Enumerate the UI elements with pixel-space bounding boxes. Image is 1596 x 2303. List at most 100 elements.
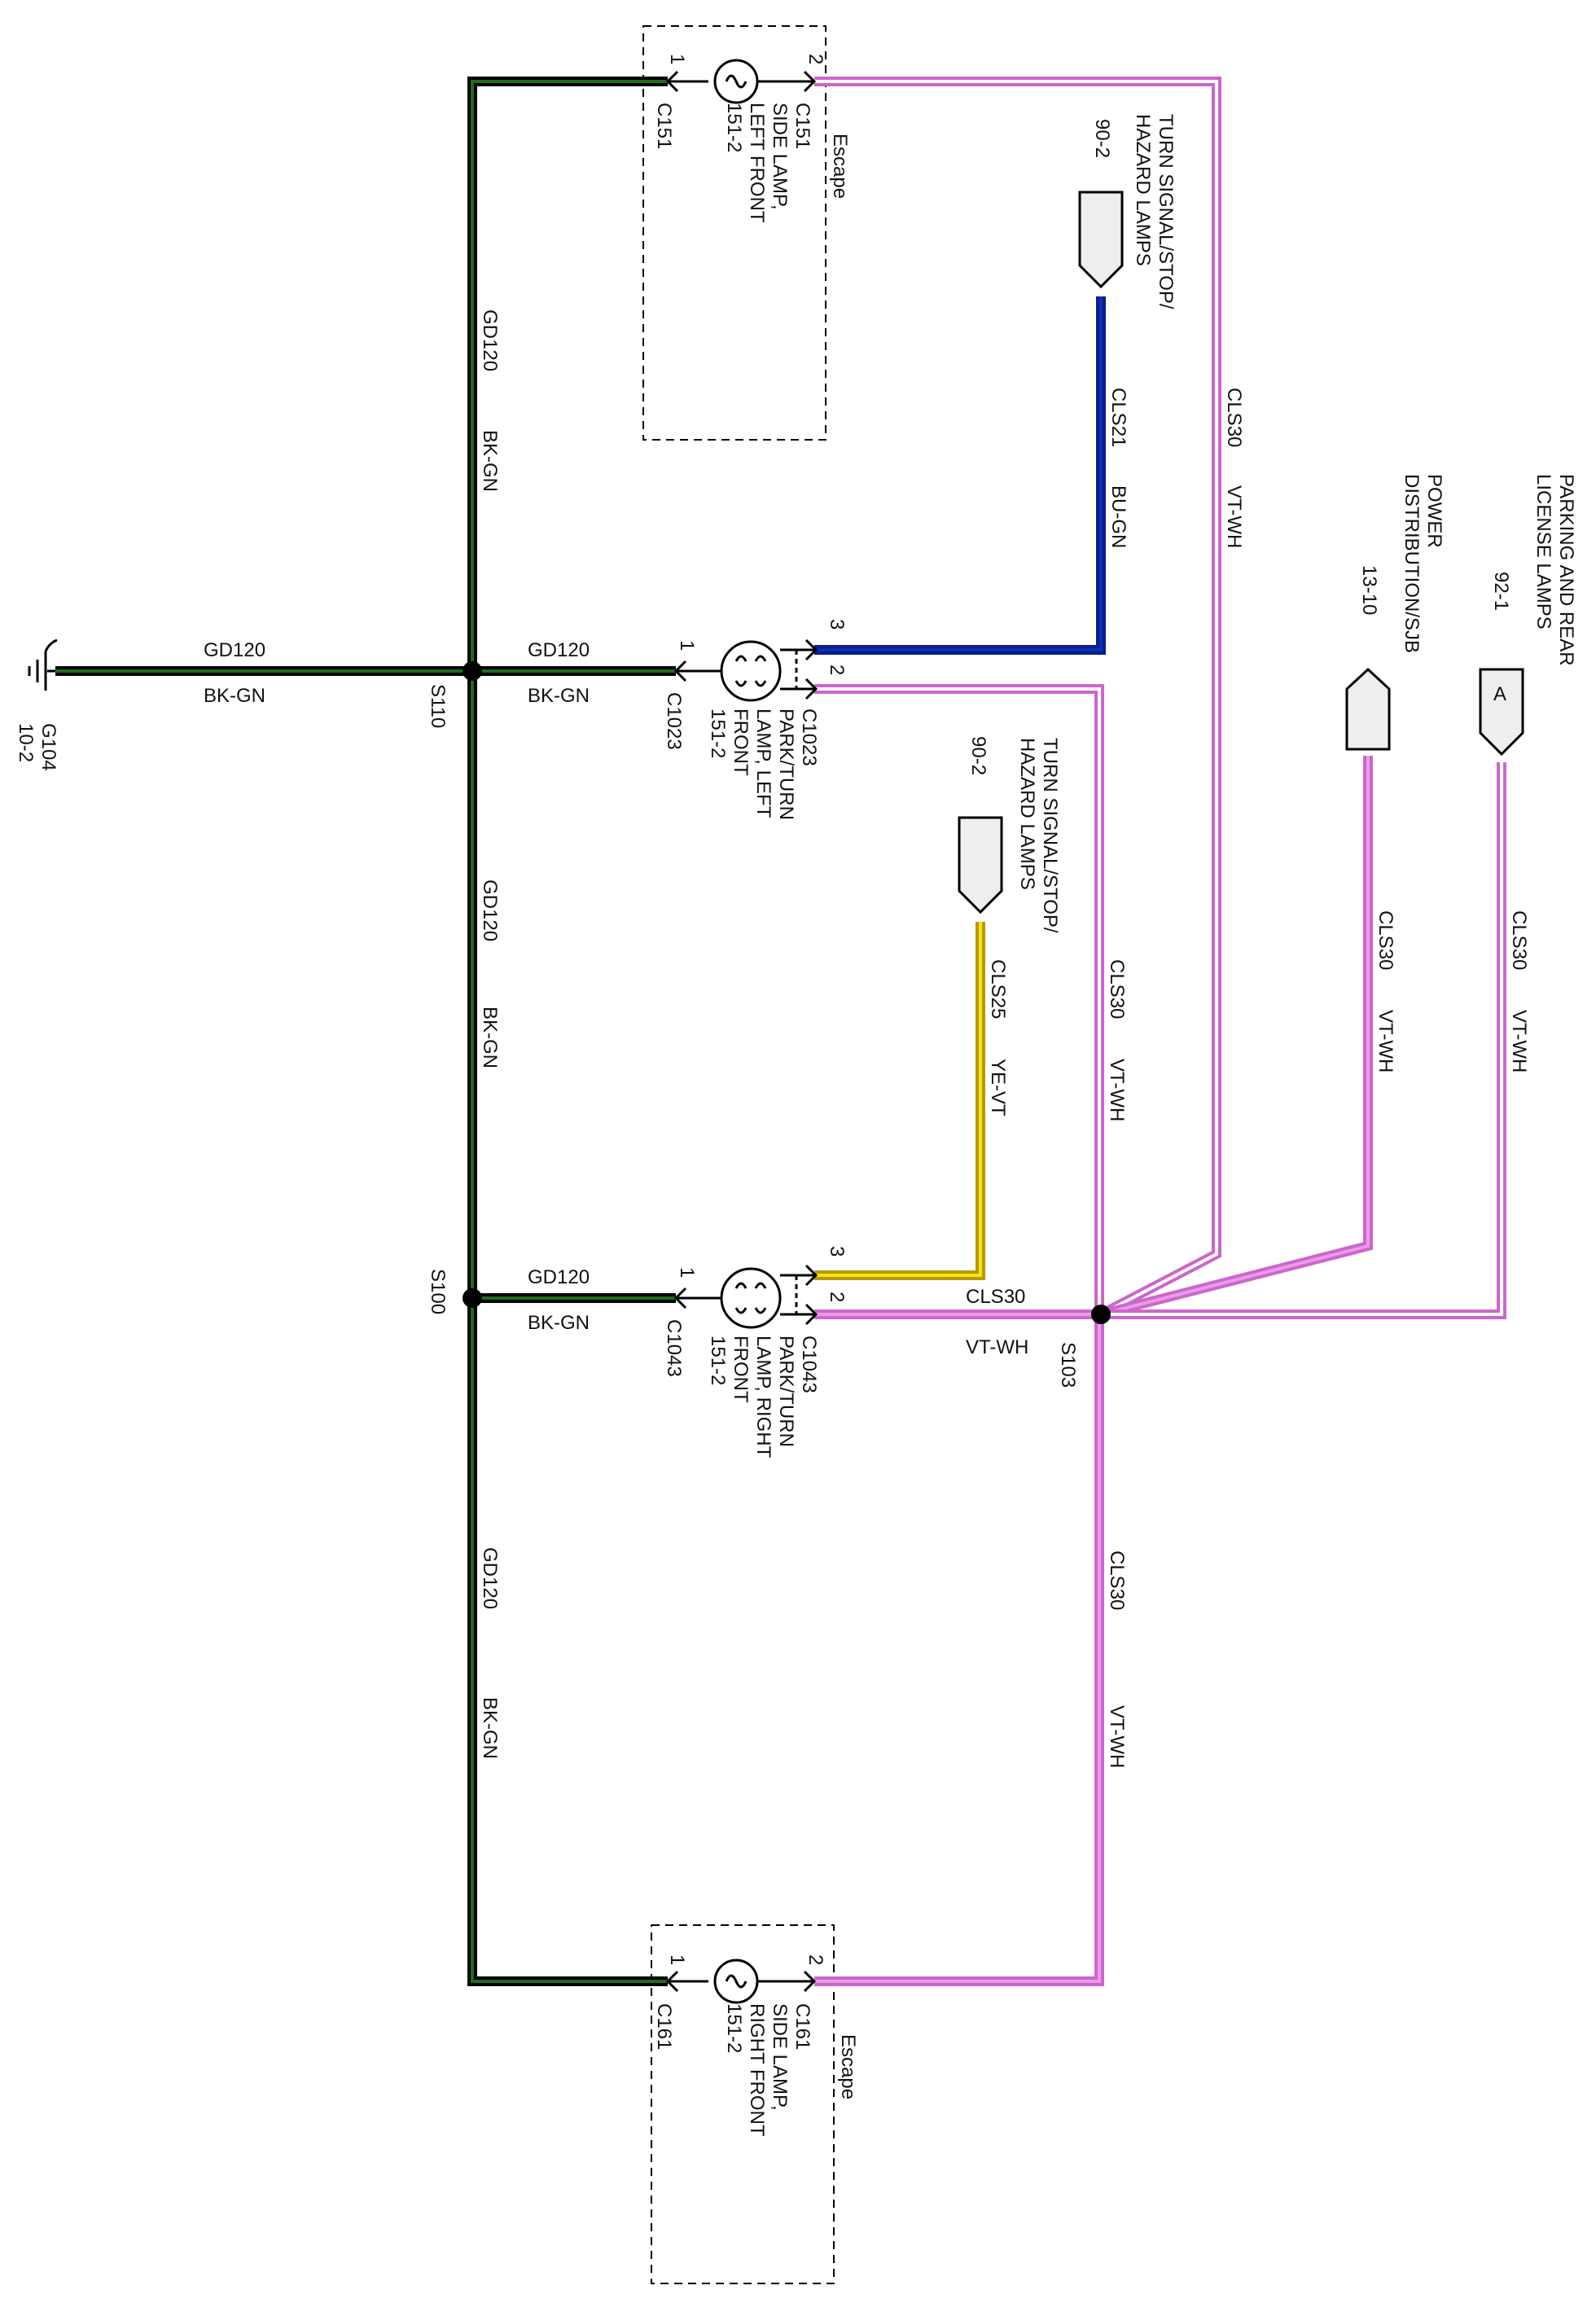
park-turn-rf-line1: PARK/TURN: [775, 1336, 797, 1447]
power-dist-line1: POWER: [1423, 474, 1445, 548]
turn-signal-2-line1: TURN SIGNAL/STOP/: [1039, 738, 1061, 933]
connector-c161-b: C161: [791, 2003, 813, 2050]
pin-c1043-2: 2: [826, 1292, 848, 1302]
parking-rear-letter: A: [1493, 683, 1506, 705]
offpage-power-dist[interactable]: [1345, 667, 1391, 751]
side-lamp-lf-line2: LEFT FRONT: [746, 103, 768, 223]
wire-label-bugn: BU-GN: [1107, 485, 1129, 548]
wire-label-yevt: YE-VT: [987, 1059, 1009, 1116]
wire-label-cls30-v4: CLS30: [1375, 910, 1396, 970]
splice-s100: [463, 1288, 482, 1308]
park-turn-rf-line3: FRONT: [730, 1336, 752, 1403]
connector-c1043-a: C1043: [663, 1319, 685, 1377]
connector-c161-a: C161: [653, 2003, 675, 2050]
side-lamp-lf-ref: 151-2: [723, 103, 745, 152]
escape-label-top: Escape: [829, 134, 851, 199]
parking-rear-ref: 92-1: [1490, 572, 1512, 611]
offpage-turn-signal-1[interactable]: [1078, 191, 1124, 289]
turn-signal-1-line2: HAZARD LAMPS: [1132, 114, 1154, 266]
connector-c151-b: C151: [791, 103, 813, 149]
side-lamp-rf-ref: 151-2: [723, 2003, 745, 2053]
park-turn-rf-line2: LAMP, RIGHT: [752, 1336, 774, 1459]
wire-label-vtwh-v1: VT-WH: [1223, 485, 1245, 548]
park-turn-lf-bulb: [676, 640, 814, 702]
ground-name: G104: [37, 723, 59, 771]
pin-c1043-3: 3: [826, 1246, 848, 1257]
escape-label-bottom: Escape: [837, 2034, 859, 2099]
wire-label-cls21: CLS21: [1107, 388, 1129, 447]
wire-label-vtwh-v3: VT-WH: [1106, 1705, 1128, 1768]
park-turn-lf-line2: LAMP, LEFT: [752, 708, 774, 818]
wire-label-gd120-v3: GD120: [479, 1547, 501, 1609]
wire-label-cls30-v2: CLS30: [1106, 959, 1128, 1019]
wire-vtwh-power: [1099, 756, 1373, 1319]
escape-box-top: [642, 25, 826, 441]
parking-rear-line1: PARKING AND REAR: [1555, 474, 1577, 666]
pin-c151-1: 1: [666, 54, 688, 64]
offpage-parking-rear[interactable]: [1479, 668, 1524, 757]
wire-label-bkgn-h1: BK-GN: [204, 685, 265, 707]
power-dist-ref: 13-10: [1358, 565, 1380, 615]
pin-c1043-1: 1: [676, 1267, 698, 1278]
wire-label-gd120-h3: GD120: [528, 1266, 590, 1288]
wire-label-cls30-v1: CLS30: [1223, 388, 1245, 447]
wire-label-vtwh-v2: VT-WH: [1106, 1059, 1128, 1121]
side-lamp-rf-bulb: [668, 1959, 814, 2004]
park-turn-lf-line1: PARK/TURN: [775, 708, 797, 820]
pin-c1023-3: 3: [826, 619, 848, 629]
wire-vtwh-c1023: [814, 684, 1104, 1314]
connector-c1023-b: C1023: [798, 708, 820, 766]
wire-label-bkgn-h3: BK-GN: [528, 1312, 590, 1334]
park-turn-lf-ref: 151-2: [707, 708, 729, 758]
wire-label-bkgn-v2: BK-GN: [479, 1007, 501, 1068]
wire-vtwh-c161: [814, 1314, 1104, 1986]
pin-c1023-1: 1: [676, 640, 698, 651]
escape-box-bottom: [651, 1924, 835, 2284]
wire-vtwh-c151: [814, 77, 1221, 1319]
park-turn-lf-line3: FRONT: [730, 708, 752, 776]
ground-symbol: [28, 638, 58, 691]
parking-rear-line2: LICENSE LAMPS: [1532, 474, 1554, 629]
wire-label-gd120-h1: GD120: [204, 639, 265, 661]
offpage-turn-signal-2[interactable]: [958, 816, 1003, 915]
wire-label-vtwh-v5: VT-WH: [1508, 1010, 1530, 1073]
side-lamp-rf-line1: SIDE LAMP,: [769, 2003, 791, 2111]
side-lamp-rf-line2: RIGHT FRONT: [746, 2003, 768, 2137]
side-lamp-lf-line1: SIDE LAMP,: [769, 103, 791, 210]
wire-label-bkgn-h2: BK-GN: [528, 685, 590, 707]
pin-c161-1: 1: [666, 1954, 688, 1965]
ground-ref: 10-2: [15, 723, 37, 762]
turn-signal-1-line1: TURN SIGNAL/STOP/: [1155, 114, 1177, 309]
splice-label-s103: S103: [1057, 1342, 1079, 1388]
wire-label-gd120-v1: GD120: [479, 309, 501, 371]
side-lamp-lf-bulb: [668, 59, 814, 104]
wire-label-cls30-h: CLS30: [966, 1286, 1025, 1308]
wire-label-vtwh-h: VT-WH: [966, 1336, 1028, 1358]
turn-signal-2-ref: 90-2: [967, 736, 989, 775]
connector-c1023-a: C1023: [663, 692, 685, 750]
wire-ground-trunk: [467, 77, 668, 1986]
splice-label-s110: S110: [427, 684, 449, 728]
pin-c1023-2: 2: [826, 665, 848, 675]
wire-label-vtwh-v4: VT-WH: [1375, 1010, 1396, 1073]
park-turn-rf-bulb: [676, 1267, 814, 1329]
wire-label-cls30-v5: CLS30: [1508, 910, 1530, 970]
pin-c151-2: 2: [805, 54, 826, 64]
splice-s110: [463, 661, 482, 681]
wire-label-gd120-v2: GD120: [479, 880, 501, 941]
connector-c151-a: C151: [653, 103, 675, 149]
connector-c1043-b: C1043: [798, 1336, 820, 1393]
wire-bugn: [814, 296, 1106, 655]
power-dist-line2: DISTRIBUTION/SJB: [1401, 474, 1423, 653]
wire-label-gd120-h2: GD120: [528, 639, 590, 661]
wire-yevt: [814, 922, 985, 1280]
pin-c161-2: 2: [805, 1954, 826, 1965]
pin-arrows: [665, 70, 818, 1993]
wire-label-bkgn-v3: BK-GN: [479, 1697, 501, 1759]
wire-vtwh-parking: [1101, 762, 1506, 1319]
park-turn-rf-ref: 151-2: [707, 1336, 729, 1385]
wire-label-cls25: CLS25: [987, 959, 1009, 1019]
splice-label-s100: S100: [427, 1269, 449, 1314]
splice-s103: [1091, 1305, 1111, 1324]
